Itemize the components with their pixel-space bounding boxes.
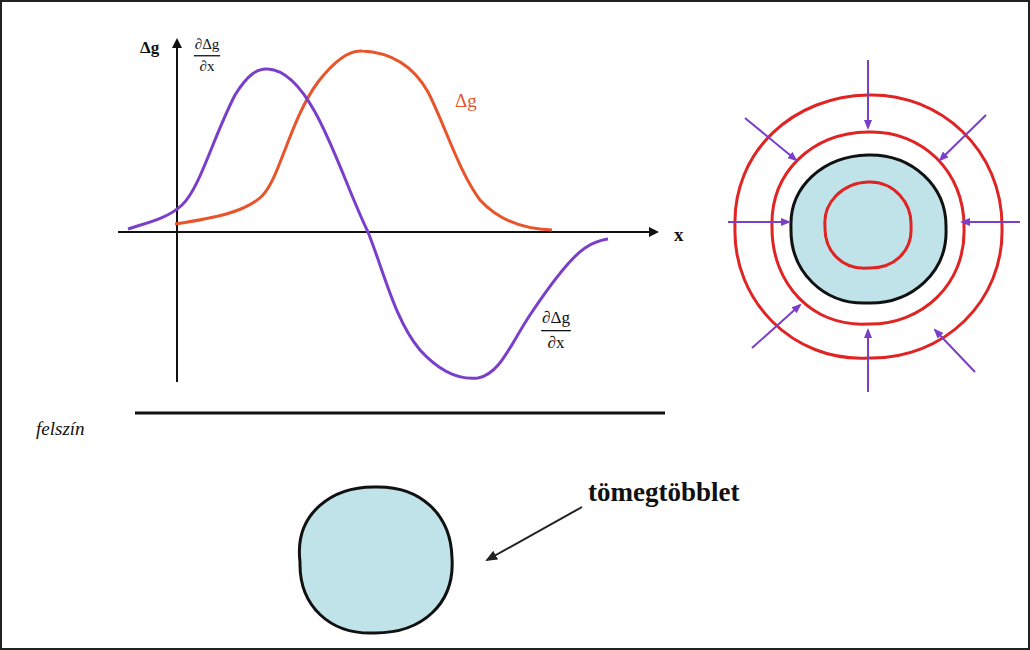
mass-label: tömegtöbblet [588, 476, 739, 508]
mass-body-plan [791, 155, 946, 303]
axis-label: ∂Δg ∂x [190, 34, 225, 78]
contour-line [772, 132, 964, 324]
mass-body [299, 487, 452, 633]
contour-line [735, 95, 1002, 358]
derivative-curve [128, 69, 608, 378]
leader-arrow [487, 507, 582, 560]
fraction-bar [541, 330, 571, 331]
surface-line [135, 412, 665, 415]
axis-label: Δg [140, 38, 159, 58]
contour-line [825, 182, 911, 268]
surface-label: felszín [36, 418, 85, 441]
fraction-bar [194, 55, 220, 56]
x-axis [118, 231, 657, 233]
gravity-curve [175, 51, 552, 230]
axis-label: x [674, 224, 684, 247]
curve-label: ∂Δg ∂x [536, 306, 575, 355]
curve-label: Δg [455, 90, 477, 113]
gradient-arrows [728, 60, 1020, 392]
